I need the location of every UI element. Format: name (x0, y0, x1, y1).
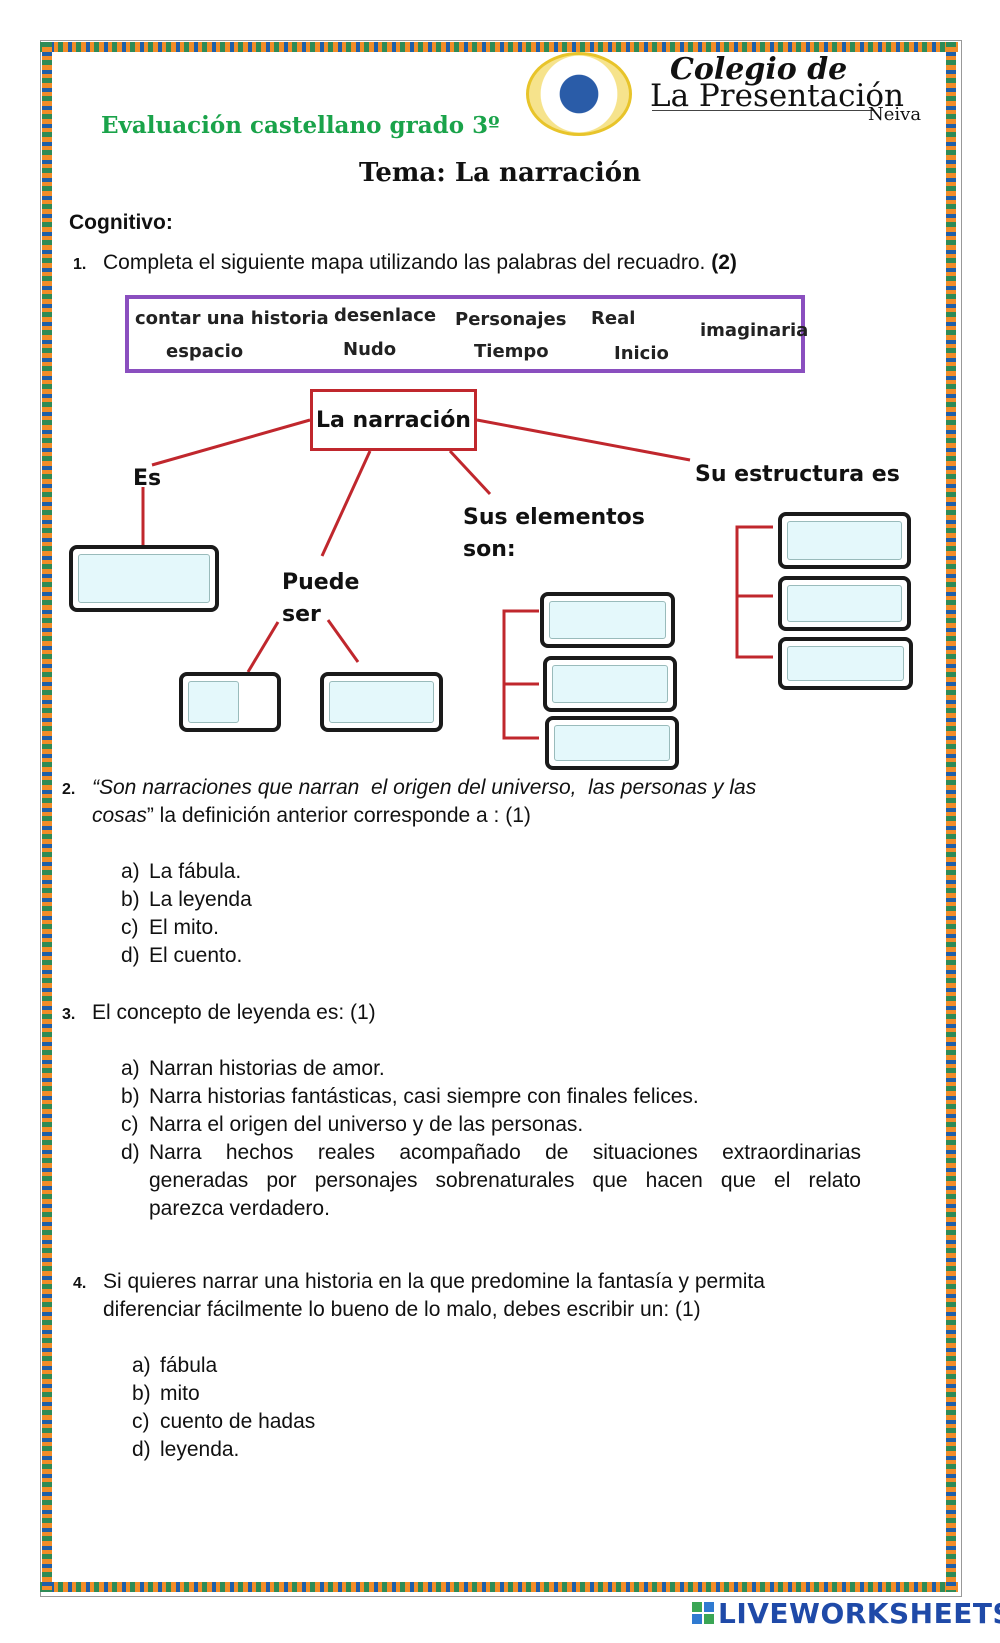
q4-option-d[interactable]: d)leyenda. (132, 1438, 240, 1461)
answer-box-estructura-1[interactable] (778, 512, 911, 569)
map-label-elementos: Sus elementos (463, 505, 645, 530)
evaluation-title: Evaluación castellano grado 3º (101, 112, 500, 139)
liveworksheets-brand[interactable]: LIVEWORKSHEETS (718, 1597, 1000, 1630)
word-bank-item: espacio (166, 341, 244, 362)
q1-points: (2) (711, 251, 737, 274)
q4-options: a)fábula b)mito c)cuento de hadas d)leye… (132, 1352, 315, 1464)
map-label-ser: ser (282, 602, 321, 627)
word-bank-item: Nudo (343, 339, 397, 360)
q3-option-a[interactable]: a)Narran historias de amor. (121, 1057, 385, 1080)
map-label-son: son: (463, 537, 516, 562)
answer-box-elemento-2[interactable] (543, 656, 677, 712)
word-bank-item: desenlace (334, 305, 437, 326)
word-bank-item: Tiempo (474, 341, 549, 362)
answer-box-estructura-2[interactable] (778, 576, 911, 631)
answer-box-puede-ser-2[interactable] (320, 672, 443, 732)
concept-map-center: La narración (310, 389, 477, 451)
q3-number: 3. (62, 1006, 76, 1023)
q2-line2: cosas” la definición anterior correspond… (92, 802, 531, 830)
word-bank-item: Inicio (614, 343, 669, 364)
q3-option-b[interactable]: b)Narra historias fantásticas, casi siem… (121, 1085, 699, 1108)
border-right (946, 42, 956, 1592)
q2-line1: “Son narraciones que narran el origen de… (92, 776, 757, 799)
q4-line1: Si quieres narrar una historia en la que… (103, 1270, 765, 1293)
q1-text: Completa el siguiente mapa utilizando la… (103, 249, 737, 277)
q2-quote-word: cosas (92, 804, 147, 827)
q4-option-b[interactable]: b)mito (132, 1382, 200, 1405)
concept-map-center-label: La narración (316, 407, 471, 433)
word-bank-item: imaginaria (700, 320, 809, 341)
answer-box-elemento-3[interactable] (545, 716, 679, 770)
answer-box-puede-ser-1[interactable] (179, 672, 281, 732)
q3-option-d[interactable]: d)Narra hechos reales acompañado de situ… (121, 1141, 867, 1220)
q3-text: El concepto de leyenda es: (1) (92, 1001, 376, 1024)
page-frame (40, 40, 962, 1597)
answer-box-es[interactable] (69, 545, 219, 612)
q2-option-a[interactable]: a)La fábula. (121, 860, 242, 883)
q4-number: 4. (73, 1275, 87, 1292)
map-label-estructura: Su estructura es (695, 462, 900, 487)
logo-divider (652, 110, 874, 111)
word-bank-item: Personajes (455, 309, 567, 330)
liveworksheets-logo-icon (692, 1602, 714, 1624)
q2-option-b[interactable]: b)La leyenda (121, 888, 252, 911)
word-bank-box (125, 295, 805, 373)
border-bottom (40, 1582, 958, 1592)
answer-box-estructura-3[interactable] (778, 637, 913, 690)
q1-prompt: Completa el siguiente mapa utilizando la… (103, 251, 706, 274)
concept-map-lines (141, 418, 773, 740)
border-top (40, 42, 958, 52)
topic-title: Tema: La narración (358, 158, 642, 188)
q3-options: a)Narran historias de amor. b)Narra hist… (121, 1055, 861, 1223)
q4-option-c[interactable]: c)cuento de hadas (132, 1410, 316, 1433)
q2-line2-rest: ” la definición anterior corresponde a :… (146, 804, 531, 827)
q4-line2: diferenciar fácilmente lo bueno de lo ma… (103, 1298, 701, 1321)
answer-box-elemento-1[interactable] (540, 592, 675, 648)
q3-option-c[interactable]: c)Narra el origen del universo y de las … (121, 1113, 584, 1136)
section-label: Cognitivo: (69, 211, 173, 234)
school-seal-logo (526, 52, 632, 136)
q2-option-c[interactable]: c)El mito. (121, 916, 220, 939)
map-label-es: Es (133, 466, 162, 491)
border-left (42, 42, 52, 1592)
q2-options: a)La fábula. b)La leyenda c)El mito. d)E… (121, 858, 252, 970)
q1-number: 1. (73, 256, 87, 273)
school-city: Neiva (868, 104, 922, 125)
word-bank-item: Real (591, 308, 636, 329)
q2-option-d[interactable]: d)El cuento. (121, 944, 243, 967)
school-name-line1: Colegio de (670, 52, 848, 87)
q4-option-a[interactable]: a)fábula (132, 1354, 218, 1377)
word-bank-item: contar una historia (135, 308, 329, 329)
map-label-puede: Puede (282, 570, 360, 595)
school-name-line2: La Presentación (650, 78, 905, 114)
q2-number: 2. (62, 781, 76, 798)
